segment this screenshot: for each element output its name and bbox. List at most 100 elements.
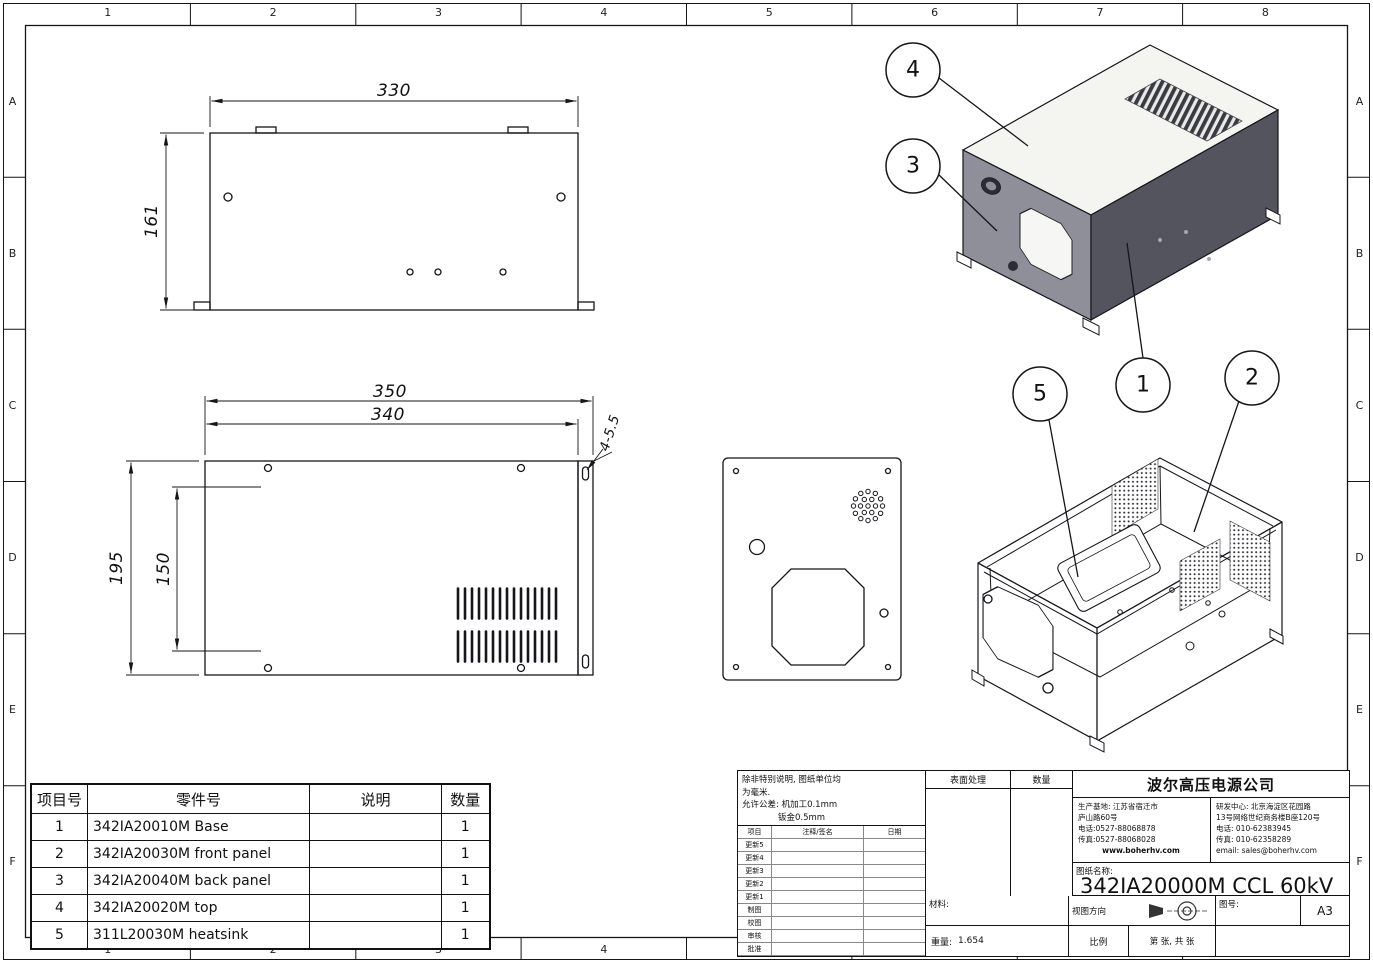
zone-label: 2 [269,6,277,19]
bom-row: 4 342IA20020M top 1 [30,894,491,922]
company-website: www.boherhv.com [1102,846,1180,855]
front-view-drawing [126,396,613,676]
address-line: 生产基地: 江苏省宿迁市 [1078,802,1158,811]
balloon-3: 3 [906,153,920,179]
balloon-5: 5 [1033,381,1047,407]
bom-header-qty: 数量 [441,783,491,814]
bom-row: 3 342IA20040M back panel 1 [30,867,491,895]
sheet-count-box: 第 张, 共 张 [1129,926,1216,956]
material-label: 材料: [929,900,949,910]
perforated-panel [1179,538,1221,612]
side-panel-view-drawing [722,457,902,681]
zone-label: C [8,398,17,412]
perforated-panel [1111,458,1159,537]
bom-cell-item: 4 [30,894,89,922]
projection-symbol-icon [1149,901,1207,921]
revision-cell [772,878,864,891]
bom-cell-part: 342IA20040M back panel [87,867,311,895]
revision-row-label: 更新1 [738,891,772,904]
revision-cell [864,839,925,852]
bom-row: 1 342IA20010M Base 1 [30,813,491,841]
zone-label: E [1356,703,1363,717]
drawing-name: 342IA20000M CCL 60kV [1080,874,1334,898]
company-address-block: 生产基地: 江苏省宿迁市 庐山路60号 电话:0527-88068878 传真:… [1073,798,1349,863]
bom-cell-part: 342IA20020M top [87,894,311,922]
bom-cell-part: 342IA20010M Base [87,813,311,841]
heatsink-slot [1057,524,1161,612]
top-view-drawing [160,96,595,311]
company-email: email: sales@boherhv.com [1216,846,1317,855]
paper-size: A3 [1317,903,1333,918]
balloon-4: 4 [906,57,920,83]
perforated-panel [1229,520,1271,602]
bom-cell-item: 3 [30,867,89,895]
revision-cell [864,943,925,956]
surface-treatment-label: 表面处理 [926,771,1010,789]
address-line: 传真:0527-88068028 [1078,835,1156,844]
revision-cell [772,904,864,917]
bom-cell-part: 342IA20030M front panel [87,840,311,868]
revision-cell [864,852,925,865]
material-box: 材料: [926,896,1069,926]
balloon-callouts [885,42,1280,578]
bom-cell-item: 1 [30,813,89,841]
revision-cell [772,917,864,930]
tolerance-note: 除非特别说明, 图纸单位均 为毫米. 允许公差: 机加工0.1mm 钣金0.5m… [738,771,926,826]
revision-row-label: 更新5 [738,839,772,852]
revision-row-label: 制图 [738,904,772,917]
weight-label: 重量: [931,937,953,948]
quantity-label: 数量 [1011,771,1072,789]
scale-box: 比例 [1069,926,1129,956]
revision-header: 注释/签名 [772,826,864,839]
address-line: 传真: 010-62358289 [1216,835,1292,844]
zone-letters-right: A B C D E F [1349,25,1370,938]
drawing-name-label: 图纸名称: [1076,867,1113,877]
title-block: 除非特别说明, 图纸单位均 为毫米. 允许公差: 机加工0.1mm 钣金0.5m… [737,770,1350,957]
zone-label: E [9,703,16,717]
note-line: 钣金0.5mm [778,812,826,823]
revision-row-label: 更新2 [738,878,772,891]
bom-cell-qty: 1 [441,867,491,895]
bom-cell-desc [309,813,443,841]
zone-label: F [1356,855,1363,869]
weight-box: 重量: 1.654 [926,926,1069,956]
revision-cell [864,917,925,930]
top-vent-grid [1124,78,1243,142]
zone-label: A [1355,94,1364,108]
paper-size-box: A3 [1301,896,1349,926]
zone-label: B [8,246,17,260]
weight-value: 1.654 [958,936,984,946]
dim-front-inner-height: 150 [154,552,174,586]
revision-cell [864,891,925,904]
bom-header-part: 零件号 [87,783,311,814]
factory-address: 生产基地: 江苏省宿迁市 庐山路60号 电话:0527-88068878 传真:… [1073,798,1211,862]
zone-label: 4 [600,943,608,956]
quantity-box: 数量 [1011,771,1073,896]
zone-label: D [1355,551,1364,565]
rnd-address: 研发中心: 北京海淀区花园路 13号网络世纪商务楼B座120号 电话: 010-… [1211,798,1349,862]
note-line: 为毫米. [742,787,771,798]
address-line: 电话:0527-88068878 [1078,824,1156,833]
note-line: 允许公差: 机加工0.1mm [742,800,838,810]
address-line: 电话: 010-62383945 [1216,824,1292,833]
revision-table: 项目 注释/签名 日期 更新5 更新4 更新3 更新2 更新1 制图 校图 审核… [738,826,926,956]
zone-label: 6 [931,6,939,19]
zone-label: 3 [434,6,442,19]
revision-row-label: 更新4 [738,852,772,865]
revision-cell [864,930,925,943]
revision-cell [864,865,925,878]
bom-header-row: 项目号 零件号 说明 数量 [30,783,491,814]
revision-row-label: 校图 [738,917,772,930]
bom-row: 2 342IA20030M front panel 1 [30,840,491,868]
zone-label: 8 [1261,6,1269,19]
revision-header: 项目 [738,826,772,839]
bom-cell-qty: 1 [441,813,491,841]
revision-cell [864,878,925,891]
dim-front-inner-width: 340 [371,405,405,425]
bom-cell-item: 5 [30,921,89,950]
zone-numbers-top: 1 2 3 4 5 6 7 8 [25,2,1348,23]
revision-cell [772,865,864,878]
revision-row-label: 审核 [738,930,772,943]
